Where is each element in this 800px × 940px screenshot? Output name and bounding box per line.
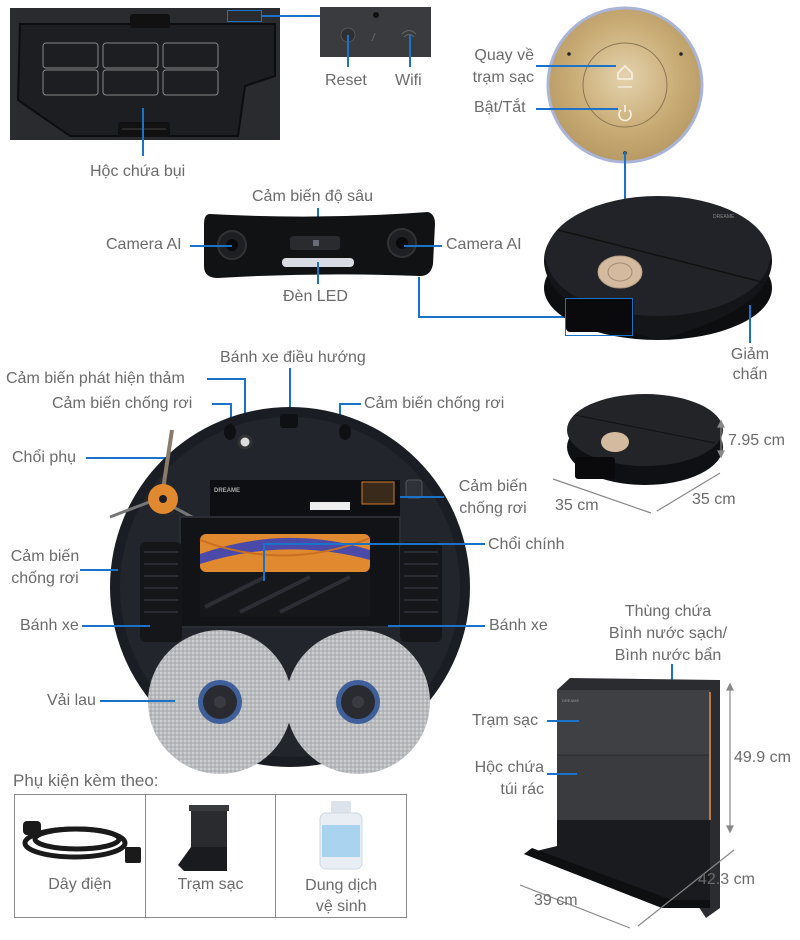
home-icon <box>617 64 633 80</box>
callout-line <box>289 368 291 418</box>
callout-line <box>317 262 319 284</box>
callout-line <box>262 15 320 17</box>
mop-pads <box>148 630 430 774</box>
power-button-label: Bật/Tắt <box>474 99 526 116</box>
callout-line <box>212 403 231 405</box>
callout-line <box>671 664 673 690</box>
callout-line <box>80 569 118 571</box>
accessories-table: Dây điện Trạm sạc Dung dịch vệ sinh <box>14 794 407 918</box>
cliff-sensor-right-label: Cảm biến chống rơi <box>364 395 505 412</box>
reset-button-label: Reset <box>325 72 367 89</box>
callout-line <box>418 277 420 317</box>
camera-ai-left-label: Camera AI <box>106 236 182 253</box>
sensor-module-photo <box>204 212 435 278</box>
robot-dimension-photo <box>552 394 725 514</box>
main-brush <box>199 534 371 617</box>
callout-line <box>536 108 618 110</box>
charging-station-photo: DREAME <box>524 678 720 918</box>
control-button-closeup <box>546 6 704 164</box>
callout-line <box>749 305 751 343</box>
callout-line <box>536 65 616 67</box>
cliff-sensor-left-label: Cảm biến chống rơi <box>52 395 193 412</box>
reset-wifi-highlight-box <box>227 10 262 22</box>
accessory-label: Dây điện <box>48 876 112 893</box>
callout-line <box>388 625 485 627</box>
callout-line <box>244 378 246 433</box>
station-height-dimension: 49.9 cm <box>734 749 791 766</box>
callout-line <box>547 773 577 775</box>
callout-line <box>142 108 144 156</box>
callout-line <box>339 403 361 405</box>
accessory-charging-station: Trạm sạc <box>146 795 277 917</box>
depth-sensor-label: Cảm biến độ sâu <box>252 188 373 205</box>
accessories-title: Phụ kiện kèm theo: <box>13 771 159 790</box>
bumper-label: Giảm chấn <box>730 346 770 383</box>
accessory-label: Trạm sạc <box>177 876 244 893</box>
accessory-label: Dung dịch vệ sinh <box>305 877 378 915</box>
robot-width-dimension: 35 cm <box>555 497 599 514</box>
power-icon <box>618 105 632 122</box>
accessory-cleaning-solution: Dung dịch vệ sinh <box>276 795 406 917</box>
cliff-sensor-side-right-label: Cảm biến chống rơi <box>458 478 528 517</box>
cliff-sensor-side-left-label: Cảm biến chống rơi <box>10 548 80 587</box>
callout-line <box>409 35 411 67</box>
cleaning-solution-bottle-icon <box>319 801 363 870</box>
mop-label: Vải lau <box>47 692 96 709</box>
main-brush-label: Chổi chính <box>488 536 565 553</box>
callout-line <box>86 457 173 459</box>
callout-line <box>347 35 349 67</box>
callout-line <box>263 543 265 581</box>
tank-label: Thùng chứa Bình nước sạch/ Bình nước bẩn <box>608 603 728 664</box>
robot-depth-dimension: 35 cm <box>692 491 736 508</box>
camera-ai-right-label: Camera AI <box>446 236 522 253</box>
wheel-left-label: Bánh xe <box>20 617 79 634</box>
callout-line <box>207 378 245 380</box>
svg-text:DREAME: DREAME <box>562 698 579 703</box>
bag-compartment-label: Hộc chứa túi rác <box>474 759 544 798</box>
dust-bin-label: Hộc chứa bụi <box>90 163 186 180</box>
callout-line <box>82 625 150 627</box>
callout-line <box>547 720 579 722</box>
home-button-label: Quay về trạm sạc <box>472 47 534 86</box>
svg-text:DREAME: DREAME <box>214 488 240 494</box>
station-width-dimension: 39 cm <box>534 892 578 909</box>
accessory-power-cord: Dây điện <box>15 795 146 917</box>
wheel-right-label: Bánh xe <box>489 617 548 634</box>
robot-top-photo: DREAME <box>544 196 772 340</box>
nav-wheel-label: Bánh xe điều hướng <box>220 349 366 366</box>
power-cord-icon <box>22 821 141 863</box>
callout-line <box>418 316 566 318</box>
robot-underside-photo: DREAME <box>109 407 470 774</box>
callout-line <box>400 496 444 498</box>
robot-height-dimension: 7.95 cm <box>728 432 785 449</box>
callout-line <box>263 543 485 545</box>
svg-text:DREAME: DREAME <box>713 214 735 220</box>
dust-bin-photo <box>10 8 280 140</box>
dust-bin-illustration <box>16 14 276 137</box>
station-dimension-arrows <box>519 682 735 929</box>
carpet-sensor-label: Cảm biến phát hiện thảm <box>6 370 185 387</box>
reset-wifi-closeup <box>320 7 431 57</box>
charging-station-icon <box>177 805 229 871</box>
side-brush-label: Chổi phụ <box>12 449 77 466</box>
station-depth-dimension: 42.3 cm <box>698 871 755 888</box>
callout-line <box>100 700 175 702</box>
station-label: Trạm sạc <box>472 712 539 729</box>
led-label: Đèn LED <box>283 288 348 305</box>
callout-line <box>404 245 442 247</box>
sensor-module-highlight-box <box>565 298 633 336</box>
wifi-button-label: Wifi <box>395 72 422 89</box>
callout-line <box>190 245 232 247</box>
